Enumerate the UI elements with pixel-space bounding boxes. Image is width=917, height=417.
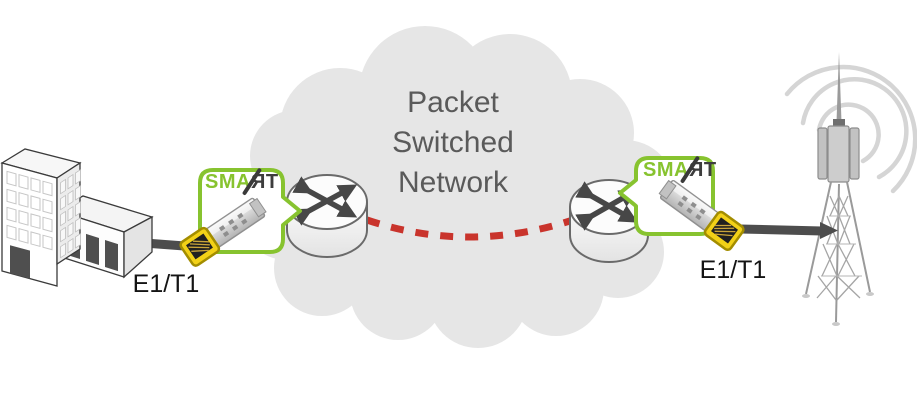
pseudowire-link [365, 216, 575, 241]
office-building-icon [0, 148, 154, 287]
router-arrows-icon [292, 176, 358, 226]
radio-waves-icon [784, 64, 917, 194]
tower-windows-front [6, 170, 53, 279]
smart-logo-left: SMAЯT [205, 167, 279, 196]
tower-windows-side [60, 169, 81, 259]
link-label-right: E1/T1 [699, 256, 767, 284]
smart-logo-right: SMAЯT [643, 155, 717, 184]
tower-door [10, 245, 30, 279]
link-label-left: E1/T1 [132, 270, 200, 298]
cell-tower-icon [784, 52, 917, 326]
router-icon-left [286, 174, 368, 258]
cloud-label: Packet Switched Network [392, 86, 514, 199]
smart-logo-prefix: SMA [205, 171, 251, 193]
lattice-legs [805, 181, 871, 323]
smart-logo-suffix: ЯT [250, 171, 279, 193]
smart-logo-prefix: SMA [643, 159, 689, 181]
cable-arrowhead-icon [820, 222, 838, 239]
smart-logo-suffix: ЯT [688, 159, 717, 181]
e1t1-cable-right [739, 224, 823, 236]
